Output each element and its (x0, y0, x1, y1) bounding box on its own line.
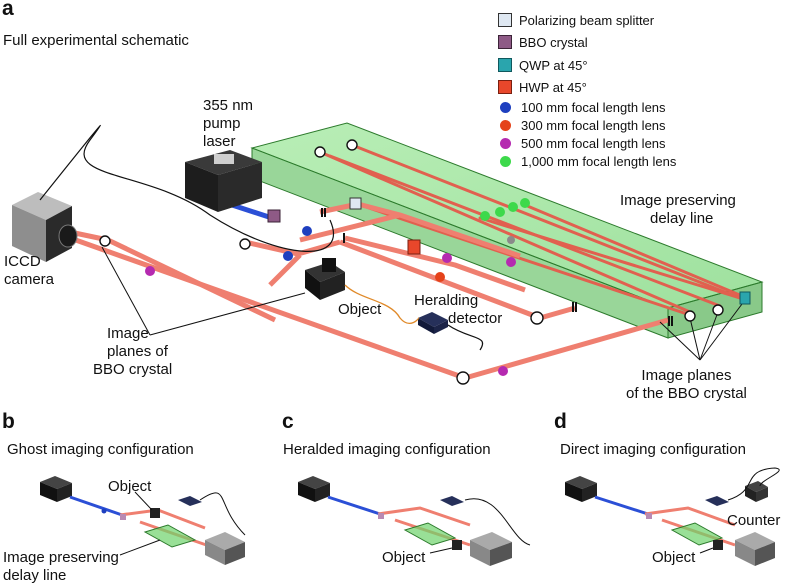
square-icon (498, 35, 512, 49)
panel-b-title: Ghost imaging configuration (7, 441, 194, 458)
legend-item-pbs: Polarizing beam splitter (498, 11, 654, 29)
pump-laser (185, 150, 262, 212)
legend-label: QWP at 45° (519, 57, 588, 73)
cube-icon (498, 13, 512, 27)
legend-item-lens-100: 100 mm focal length lens (498, 98, 666, 116)
optical-elements (99, 139, 751, 385)
pump-laser-label: 355 nm pump laser (203, 97, 254, 150)
panel-letter-b: b (2, 410, 15, 433)
iccd-camera (12, 125, 335, 262)
legend-label: 300 mm focal length lens (521, 117, 666, 133)
legend-item-hwp: HWP at 45° (498, 78, 587, 96)
legend-item-bbo: BBO crystal (498, 33, 588, 51)
object-stage (305, 258, 345, 300)
iccd-camera-label: ICCD camera (4, 253, 55, 288)
object-label: Object (338, 301, 382, 318)
panel-letter-c: c (282, 410, 294, 433)
panel-c-schematic (298, 476, 531, 566)
panel-d-schematic (565, 467, 780, 566)
heralding-detector-label: Heralding detector (414, 292, 503, 327)
panel-d-counter-label: Counter (727, 512, 781, 529)
dot-icon (500, 101, 511, 113)
legend-label: 500 mm focal length lens (521, 135, 666, 151)
panel-b-object-label: Object (108, 478, 152, 495)
pump-beam (231, 202, 273, 221)
dot-icon (500, 155, 511, 167)
panel-letter-d: d (554, 410, 567, 433)
panel-d-object-label: Object (652, 549, 696, 566)
panel-d-title: Direct imaging configuration (560, 441, 746, 458)
delay-line-beams (318, 143, 747, 317)
panel-b-schematic (40, 476, 246, 565)
legend-label: 1,000 mm focal length lens (521, 153, 677, 169)
panel-letter-a: a (2, 0, 14, 20)
legend-label: BBO crystal (519, 34, 588, 50)
square-icon (498, 80, 512, 94)
legend-label: Polarizing beam splitter (519, 12, 655, 28)
legend-item-lens-500: 500 mm focal length lens (498, 134, 666, 152)
legend-item-lens-300: 300 mm focal length lens (498, 116, 666, 134)
legend-item-lens-1000: 1,000 mm focal length lens (498, 152, 676, 170)
pointer-lines (101, 246, 746, 361)
square-icon (498, 58, 512, 72)
image-planes-bbo-left-label: Image planes of BBO crystal (93, 325, 173, 378)
panel-a-title: Full experimental schematic (3, 32, 189, 49)
panel-b-delay-line-label: Image preserving delay line (3, 549, 119, 584)
panel-c-object-label: Object (382, 549, 426, 566)
legend-label: HWP at 45° (519, 79, 587, 95)
image-planes-bbo-right-label: Image planes of the BBO crystal (626, 367, 747, 402)
panel-c-title: Heralded imaging configuration (283, 441, 491, 458)
legend-item-qwp: QWP at 45° (498, 56, 588, 74)
heralding-detector (344, 284, 484, 351)
dot-icon (500, 137, 511, 149)
delay-line-label: Image preserving delay line (620, 192, 736, 227)
legend-label: 100 mm focal length lens (521, 99, 666, 115)
dot-icon (500, 119, 511, 131)
